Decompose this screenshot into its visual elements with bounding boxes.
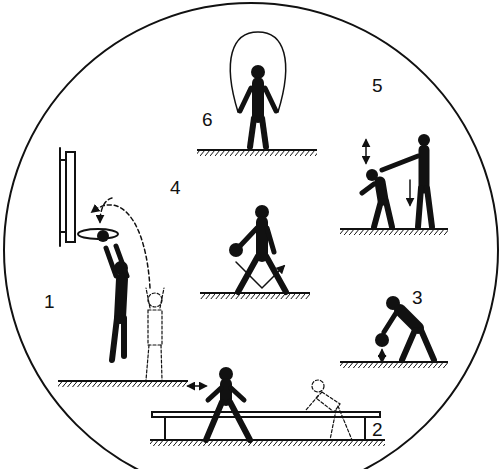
- dribbling: [375, 296, 434, 362]
- ball-handling: [229, 205, 286, 292]
- basket-shot: [60, 148, 164, 380]
- callout-number: 2: [372, 420, 383, 439]
- floor-hatching: [58, 150, 448, 446]
- rope-skipper: [230, 32, 285, 147]
- callout-number: 1: [44, 292, 55, 311]
- boundary-circle: [4, 3, 498, 469]
- callout-number: 5: [372, 76, 383, 95]
- bench-jumps: [152, 367, 380, 440]
- callout-number: 6: [202, 110, 213, 129]
- callout-number: 4: [170, 178, 181, 197]
- partner-exercise: [362, 134, 432, 227]
- callout-number: 3: [412, 288, 423, 307]
